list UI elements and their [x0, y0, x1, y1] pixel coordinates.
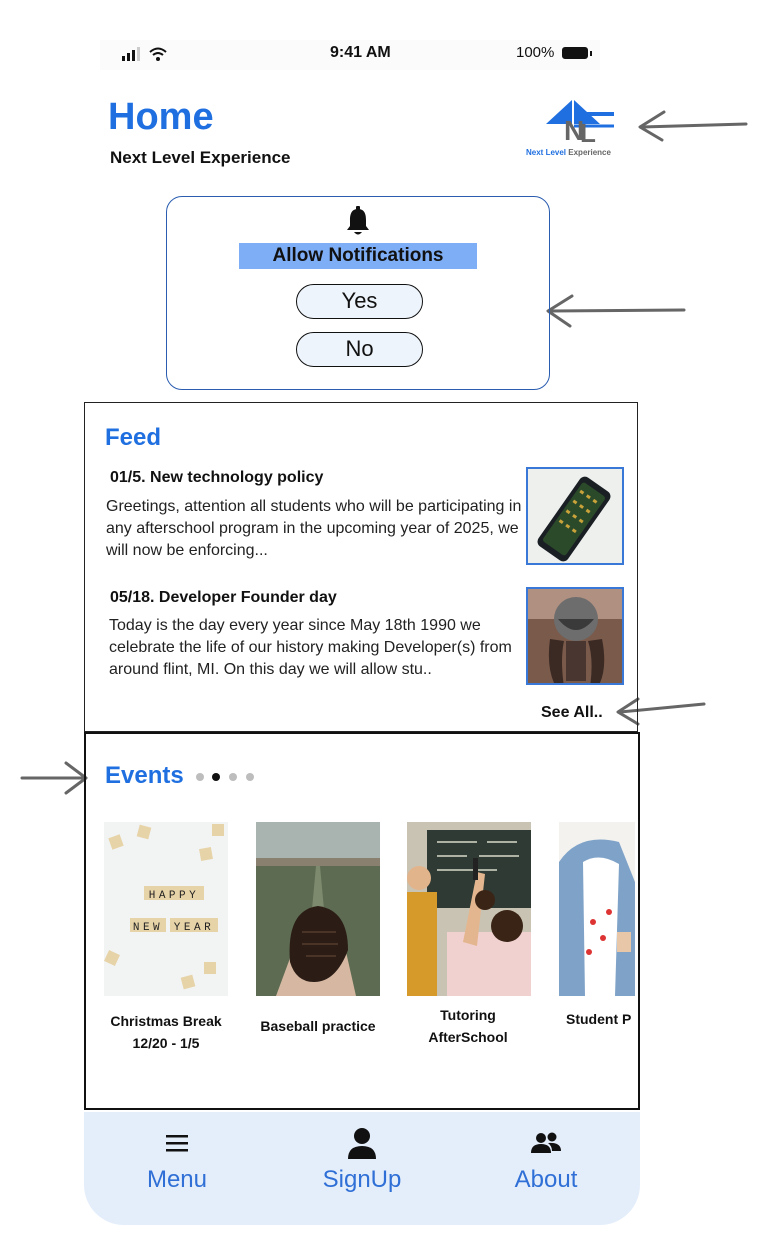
- signal-icon: [122, 47, 167, 61]
- battery-tip: [590, 51, 592, 56]
- logo-text-secondary: Experience: [568, 148, 611, 157]
- nav-about-label: About: [514, 1166, 578, 1193]
- event-title: Student P: [566, 1011, 632, 1027]
- new-year-image: HAPPY NEW YEAR: [104, 822, 228, 996]
- post-thumbnail[interactable]: [526, 587, 624, 685]
- status-bar: [100, 40, 600, 70]
- student-image: [559, 822, 635, 996]
- annotation-arrow-logo: [638, 110, 748, 142]
- tile-text: NEW: [133, 922, 163, 934]
- event-card-image[interactable]: HAPPY NEW YEAR: [104, 822, 228, 996]
- event-caption: Baseball practice: [248, 1015, 388, 1037]
- nav-signup-label: SignUp: [322, 1166, 402, 1193]
- event-title: Baseball practice: [260, 1018, 376, 1034]
- tutoring-image: [407, 822, 531, 996]
- nav-signup[interactable]: SignUp: [297, 1126, 427, 1194]
- carousel-dot[interactable]: [229, 773, 237, 781]
- nav-menu[interactable]: Menu: [112, 1126, 242, 1194]
- user-icon: [297, 1126, 427, 1160]
- event-date: 12/20 - 1/5: [132, 1035, 200, 1051]
- event-card-image[interactable]: [407, 822, 531, 996]
- svg-text:N: N: [564, 115, 584, 146]
- logo-text-primary: Next Level: [526, 148, 567, 157]
- nav-menu-label: Menu: [146, 1166, 208, 1193]
- post-heading[interactable]: 01/5. New technology policy: [110, 469, 324, 486]
- battery-percent: 100%: [516, 44, 555, 61]
- page-subtitle: Next Level Experience: [110, 148, 291, 167]
- phone-image: [528, 469, 622, 563]
- annotation-arrow-events: [20, 761, 88, 795]
- status-time: 9:41 AM: [330, 44, 391, 61]
- logo-icon: N L: [546, 100, 614, 148]
- yes-button[interactable]: Yes: [296, 284, 423, 319]
- event-title: Christmas Break: [110, 1013, 222, 1029]
- carousel-dot[interactable]: [246, 773, 254, 781]
- notification-card: [166, 196, 550, 390]
- svg-text:L: L: [580, 118, 596, 148]
- wifi-icon: [149, 47, 167, 56]
- post-body: Greetings, attention all students who wi…: [106, 498, 522, 559]
- events-section: [84, 732, 640, 1110]
- feed-section: [84, 402, 638, 732]
- event-subtitle: AfterSchool: [428, 1029, 508, 1045]
- event-caption: Christmas Break 12/20 - 1/5: [96, 1010, 236, 1054]
- nav-about[interactable]: About: [481, 1126, 611, 1194]
- feed-title: Feed: [105, 424, 162, 451]
- battery-icon: [562, 47, 588, 59]
- annotation-arrow-see-all: [616, 697, 706, 726]
- event-card-image[interactable]: [256, 822, 380, 996]
- baseball-image: [256, 822, 380, 996]
- events-title: Events: [105, 762, 184, 789]
- post-heading[interactable]: 05/18. Developer Founder day: [110, 589, 337, 606]
- tile-text: HAPPY: [149, 890, 200, 902]
- page-title: Home: [108, 96, 214, 138]
- event-title: Tutoring: [440, 1007, 496, 1023]
- see-all-link[interactable]: See All..: [541, 704, 603, 721]
- carousel-dot[interactable]: [196, 773, 204, 781]
- tile-text: YEAR: [174, 922, 214, 934]
- post-thumbnail[interactable]: [526, 467, 624, 565]
- notification-label: Allow Notifications: [239, 243, 477, 269]
- no-button[interactable]: No: [296, 332, 423, 367]
- helmet-image: [528, 589, 622, 683]
- menu-icon: [112, 1126, 242, 1160]
- bell-icon: [347, 206, 369, 235]
- event-caption: Student P: [566, 1008, 642, 1030]
- logo-text: Next Level Experience: [526, 148, 611, 157]
- carousel-dot-active[interactable]: [212, 773, 220, 781]
- post-body: Today is the day every year since May 18…: [109, 617, 512, 678]
- users-icon: [481, 1126, 611, 1160]
- event-card-image[interactable]: [559, 822, 635, 996]
- event-caption: Tutoring AfterSchool: [398, 1004, 538, 1048]
- annotation-arrow-notification: [546, 294, 686, 328]
